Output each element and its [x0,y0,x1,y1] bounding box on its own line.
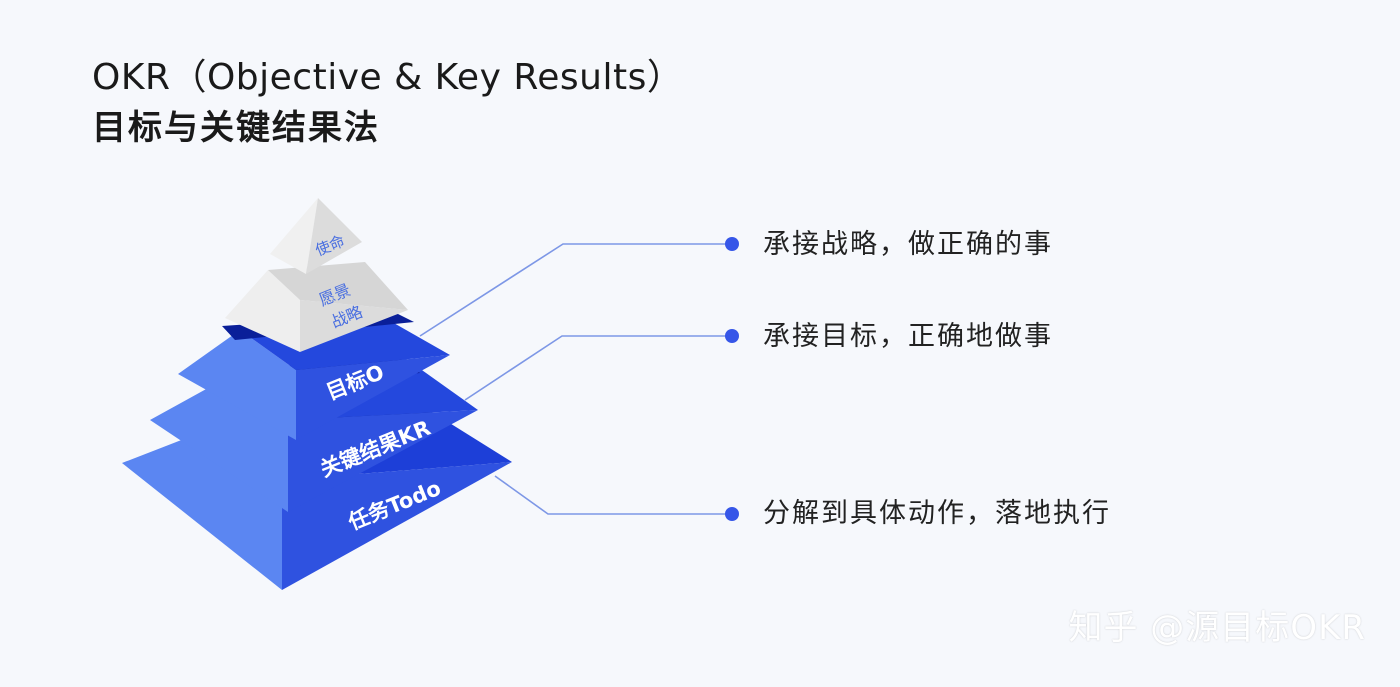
connector-line-todo [494,475,732,515]
watermark: 知乎 @源目标OKR [1068,608,1366,648]
bullet-dot-1 [725,237,739,251]
vision-side-face [225,270,300,352]
title-english: OKR（Objective & Key Results） [92,57,684,98]
title-block: OKR（Objective & Key Results） 目标与关键结果法 [92,52,683,152]
pyramid-layer-vision [225,262,408,352]
mission-front-face [306,198,362,274]
bullet-dot-3 [725,507,739,521]
connector-line-kr [464,335,732,401]
annotation-strategy: 承接战略，做正确的事 [763,229,1053,260]
kr-front-lower [288,410,478,512]
objective-side-face [178,330,296,440]
vision-front-face [268,262,408,310]
vision-front-lower [300,300,408,352]
annotation-execution: 分解到具体动作，落地执行 [763,498,1111,529]
pyramid-layer-mission [270,198,362,274]
mission-side-face [270,198,318,274]
annotation-objective: 承接目标，正确地做事 [763,321,1053,352]
todo-front-lower [282,462,512,590]
connector-line-objective [419,243,732,337]
bullet-dot-2 [725,329,739,343]
pyramid-layer-objective [178,318,450,440]
title-chinese: 目标与关键结果法 [92,108,380,148]
objective-front-lower [296,355,450,440]
